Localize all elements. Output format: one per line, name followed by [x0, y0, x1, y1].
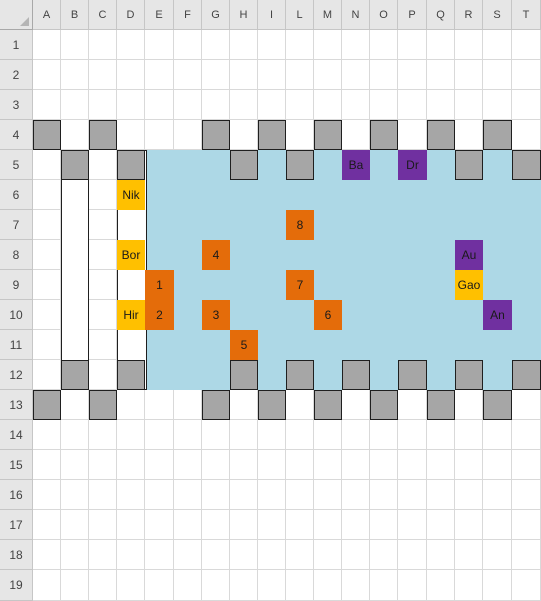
gridline-horizontal	[33, 509, 541, 510]
piece-7[interactable]: 7	[286, 270, 314, 300]
piece-5[interactable]: 5	[230, 330, 258, 360]
wall-bottom-b12	[61, 360, 89, 390]
wall-bottom-g13	[202, 390, 230, 420]
row-header-8[interactable]: 8	[0, 240, 33, 270]
gridline-horizontal	[33, 59, 541, 60]
column-header-i[interactable]: I	[258, 0, 286, 30]
wall-bottom-l12	[286, 360, 314, 390]
column-header-q[interactable]: Q	[427, 0, 455, 30]
row-header-12[interactable]: 12	[0, 360, 33, 390]
piece-an[interactable]: An	[483, 300, 512, 330]
column-header-s[interactable]: S	[483, 0, 512, 30]
piece-8[interactable]: 8	[286, 210, 314, 240]
gridline-horizontal	[33, 539, 541, 540]
wall-bottom-o13	[370, 390, 398, 420]
row-header-15[interactable]: 15	[0, 450, 33, 480]
gridline-vertical	[116, 30, 117, 601]
gridline-horizontal	[33, 449, 541, 450]
gridline-horizontal	[33, 119, 541, 120]
wall-bottom-d12	[117, 360, 145, 390]
row-header-2[interactable]: 2	[0, 60, 33, 90]
piece-1[interactable]: 1	[145, 270, 174, 300]
piece-nik[interactable]: Nik	[117, 180, 145, 210]
gridline-horizontal	[33, 479, 541, 480]
row-header-9[interactable]: 9	[0, 270, 33, 300]
wall-top-h5	[230, 150, 258, 180]
wall-top-l5	[286, 150, 314, 180]
wall-bottom-q13	[427, 390, 455, 420]
column-header-h[interactable]: H	[230, 0, 258, 30]
wall-top-d5	[117, 150, 145, 180]
column-header-n[interactable]: N	[342, 0, 370, 30]
row-header-6[interactable]: 6	[0, 180, 33, 210]
wall-bottom-r12	[455, 360, 483, 390]
column-header-r[interactable]: R	[455, 0, 483, 30]
column-header-m[interactable]: M	[314, 0, 342, 30]
row-header-3[interactable]: 3	[0, 90, 33, 120]
row-header-11[interactable]: 11	[0, 330, 33, 360]
wall-top-b5	[61, 150, 89, 180]
wall-top-s4	[483, 120, 512, 150]
row-header-19[interactable]: 19	[0, 570, 33, 601]
column-header-l[interactable]: L	[286, 0, 314, 30]
wall-bottom-i13	[258, 390, 286, 420]
wall-top-c4	[89, 120, 117, 150]
column-header-d[interactable]: D	[117, 0, 145, 30]
piece-ba[interactable]: Ba	[342, 150, 370, 180]
wall-bottom-h12	[230, 360, 258, 390]
piece-gao[interactable]: Gao	[455, 270, 483, 300]
left-white-column-1	[61, 150, 89, 390]
gridline-horizontal	[33, 419, 541, 420]
wall-top-i4	[258, 120, 286, 150]
piece-hir[interactable]: Hir	[117, 300, 145, 330]
piece-6[interactable]: 6	[314, 300, 342, 330]
wall-bottom-c13	[89, 390, 117, 420]
row-header-10[interactable]: 10	[0, 300, 33, 330]
select-all-corner[interactable]	[0, 0, 33, 30]
wall-bottom-a13	[33, 390, 61, 420]
wall-bottom-n12	[342, 360, 370, 390]
piece-3[interactable]: 3	[202, 300, 230, 330]
row-header-14[interactable]: 14	[0, 420, 33, 450]
wall-bottom-s13	[483, 390, 512, 420]
piece-2[interactable]: 2	[145, 300, 174, 330]
column-header-c[interactable]: C	[89, 0, 117, 30]
row-header-13[interactable]: 13	[0, 390, 33, 420]
column-header-f[interactable]: F	[174, 0, 202, 30]
column-header-b[interactable]: B	[61, 0, 89, 30]
wall-top-r5	[455, 150, 483, 180]
column-header-e[interactable]: E	[145, 0, 174, 30]
gridline-vertical	[60, 30, 61, 601]
row-header-5[interactable]: 5	[0, 150, 33, 180]
wall-top-t5	[512, 150, 541, 180]
wall-top-q4	[427, 120, 455, 150]
wall-top-o4	[370, 120, 398, 150]
wall-top-a4	[33, 120, 61, 150]
row-header-16[interactable]: 16	[0, 480, 33, 510]
row-header-4[interactable]: 4	[0, 120, 33, 150]
row-header-7[interactable]: 7	[0, 210, 33, 240]
column-header-g[interactable]: G	[202, 0, 230, 30]
row-header-18[interactable]: 18	[0, 540, 33, 570]
piece-au[interactable]: Au	[455, 240, 483, 270]
column-header-o[interactable]: O	[370, 0, 398, 30]
wall-bottom-p12	[398, 360, 427, 390]
column-header-p[interactable]: P	[398, 0, 427, 30]
row-header-1[interactable]: 1	[0, 30, 33, 60]
wall-top-g4	[202, 120, 230, 150]
wall-bottom-t12	[512, 360, 541, 390]
row-header-17[interactable]: 17	[0, 510, 33, 540]
wall-top-m4	[314, 120, 342, 150]
column-header-t[interactable]: T	[512, 0, 541, 30]
piece-4[interactable]: 4	[202, 240, 230, 270]
gridline-horizontal	[33, 569, 541, 570]
column-header-a[interactable]: A	[33, 0, 61, 30]
gridline-horizontal	[33, 89, 541, 90]
gridline-horizontal	[33, 149, 541, 150]
piece-bor[interactable]: Bor	[117, 240, 145, 270]
wall-bottom-m13	[314, 390, 342, 420]
piece-dr[interactable]: Dr	[398, 150, 427, 180]
